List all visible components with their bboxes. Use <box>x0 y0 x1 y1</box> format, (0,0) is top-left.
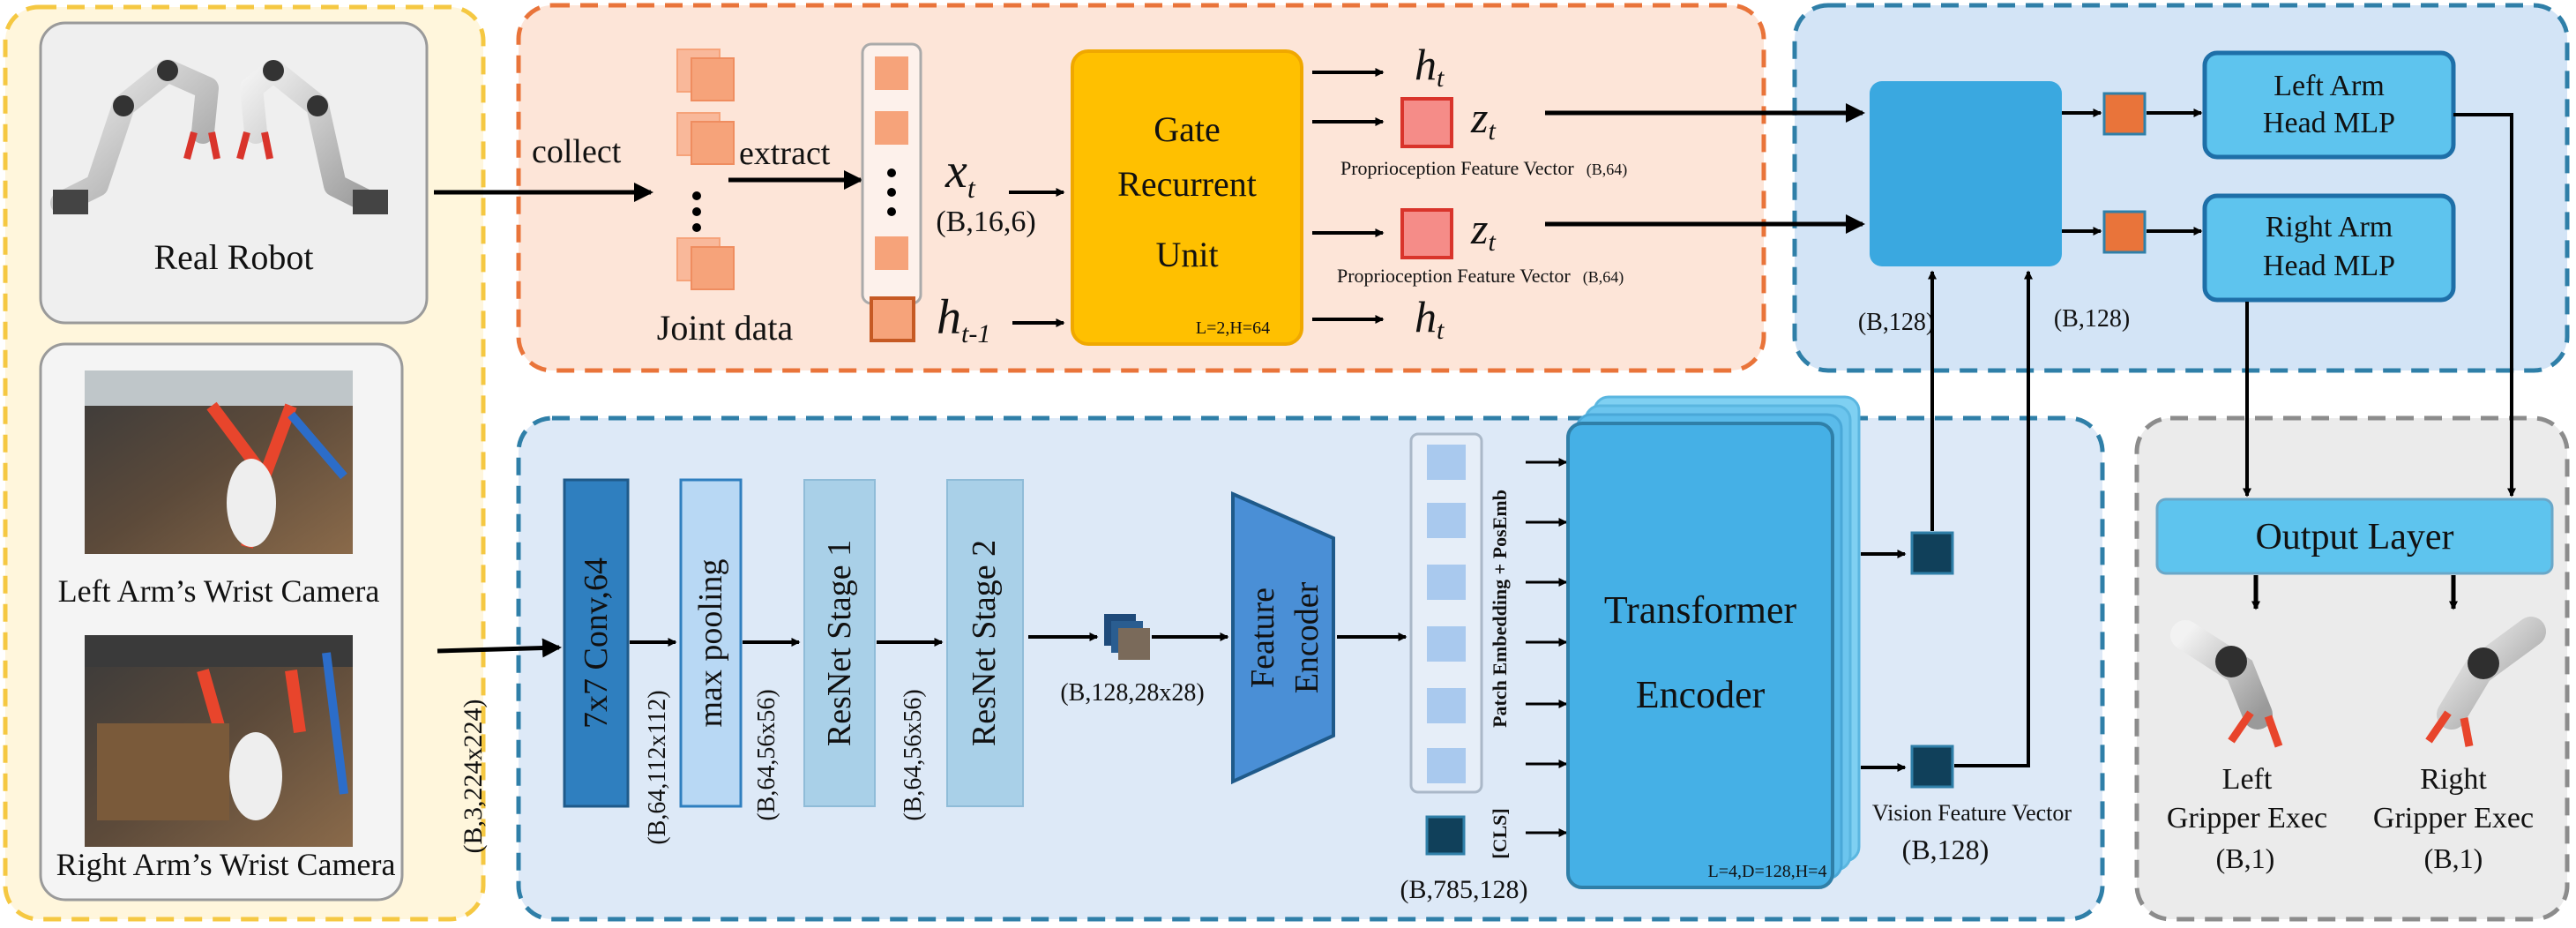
conv-block <box>563 478 630 808</box>
h-prev-label: ht-1 <box>937 290 990 348</box>
patch-embedding-label: Patch Embedding + PosEmb <box>1489 490 1511 728</box>
joint-data-label: Joint data <box>657 308 794 348</box>
cls-label: [CLS] <box>1489 808 1511 858</box>
pool-label: max pooling <box>692 558 729 727</box>
right-fused-token <box>2102 210 2147 254</box>
conv-shape-label: (B,64,112x112) <box>644 690 671 844</box>
transformer-encoder-block <box>1566 395 1861 889</box>
cameras-to-conv-arrow <box>437 638 562 658</box>
z-bottom-token <box>1400 208 1453 259</box>
fusion-shape-left: (B,128) <box>1858 309 1934 336</box>
x-t-label: xt <box>945 144 976 204</box>
vision-feature-label: Vision Feature Vector <box>1872 800 2072 826</box>
left-gripper-line-3: (B,1) <box>2216 842 2275 874</box>
gru-block <box>1071 49 1303 346</box>
left-gripper-image <box>2170 620 2283 748</box>
tokens-shape-label: (B,785,128) <box>1400 875 1528 904</box>
fusion-shape-right: (B,128) <box>2054 305 2130 333</box>
vision-bottom-token <box>1910 745 1954 789</box>
left-head-line-2: Head MLP <box>2263 107 2395 139</box>
cls-token <box>1425 815 1466 856</box>
vision-feature-shape: (B,128) <box>1902 834 1990 865</box>
feature-encoder-block <box>1231 490 1335 785</box>
x-shape-label: (B,16,6) <box>936 206 1035 238</box>
fusion-block <box>1870 81 2062 266</box>
right-arm-head-mlp <box>2202 193 2456 303</box>
gru-line-1: Gate <box>1154 109 1221 149</box>
patch-token-column <box>1409 432 1483 794</box>
left-head-line-1: Left Arm <box>2274 70 2385 102</box>
vision-bottom-token-route <box>1954 270 2033 767</box>
right-head-line-2: Head MLP <box>2263 250 2395 282</box>
right-head-line-1: Right Arm <box>2266 211 2393 243</box>
left-gripper-line-2: Gripper Exec <box>2167 802 2327 834</box>
right-gripper-line-1: Right <box>2420 763 2487 796</box>
transformer-params: L=4,D=128,H=4 <box>1708 862 1827 881</box>
feature-encoder-line-1: Feature <box>1244 587 1281 688</box>
robot-arms-icon <box>50 59 388 214</box>
feature-map-shape: (B,128,28x28) <box>1060 679 1204 707</box>
joint-data-stack <box>676 49 735 290</box>
resnet-stage-1-shape: (B,64,56x56) <box>900 689 927 820</box>
right-head-output-line <box>2453 113 2516 498</box>
gru-params: L=2,H=64 <box>1196 318 1270 338</box>
token-input-arrows <box>1526 458 1568 837</box>
z-t-top-label: zt <box>1470 93 1496 146</box>
output-layer-label: Output Layer <box>2255 517 2453 558</box>
resnet-stage-1-label: ResNet Stage 1 <box>821 540 858 746</box>
z-top-token <box>1400 97 1453 148</box>
proprio-feature-bottom-label: Proprioception Feature Vector(B,64) <box>1337 265 1624 287</box>
resnet-stage-1-block <box>803 479 876 807</box>
conv-label: 7x7 Conv,64 <box>578 558 615 729</box>
gru-line-2: Recurrent <box>1117 164 1257 204</box>
output-layer-block <box>2155 498 2554 575</box>
right-gripper-line-2: Gripper Exec <box>2373 802 2534 834</box>
extract-label: extract <box>739 135 831 172</box>
transformer-line-2: Encoder <box>1636 673 1766 716</box>
collect-label: collect <box>532 133 622 170</box>
z-t-bottom-label: zt <box>1470 204 1496 257</box>
feature-encoder-line-2: Encoder <box>1288 581 1325 693</box>
h-prev-token <box>870 296 915 342</box>
resnet-stage-2-block <box>946 479 1024 807</box>
left-gripper-line-1: Left <box>2222 763 2273 796</box>
gru-line-3: Unit <box>1155 235 1218 274</box>
transformer-line-1: Transformer <box>1604 588 1797 632</box>
input-shape-label: (B,3,224x224) <box>459 700 488 854</box>
resnet-stage-2-label: ResNet Stage 2 <box>966 540 1003 746</box>
left-camera-label: Left Arm’s Wrist Camera <box>58 573 380 609</box>
h-t-bottom-label: ht <box>1415 292 1445 345</box>
proprio-feature-top-label: Proprioception Feature Vector(B,64) <box>1340 157 1627 179</box>
feature-map-stack <box>1104 614 1150 660</box>
right-gripper-image <box>2425 617 2546 747</box>
joint-sequence-tokens <box>861 42 922 305</box>
pool-shape-label: (B,64,56x56) <box>753 689 780 820</box>
left-arm-head-mlp <box>2202 50 2456 160</box>
pool-block <box>679 478 743 808</box>
real-robot-label: Real Robot <box>153 237 313 277</box>
vision-top-token <box>1910 531 1954 575</box>
left-wrist-camera-image <box>85 370 353 554</box>
h-t-top-label: ht <box>1415 40 1445 93</box>
right-wrist-camera-image <box>85 635 353 847</box>
left-fused-token <box>2102 92 2147 136</box>
right-camera-label: Right Arm’s Wrist Camera <box>56 847 396 882</box>
right-gripper-line-3: (B,1) <box>2424 842 2483 874</box>
